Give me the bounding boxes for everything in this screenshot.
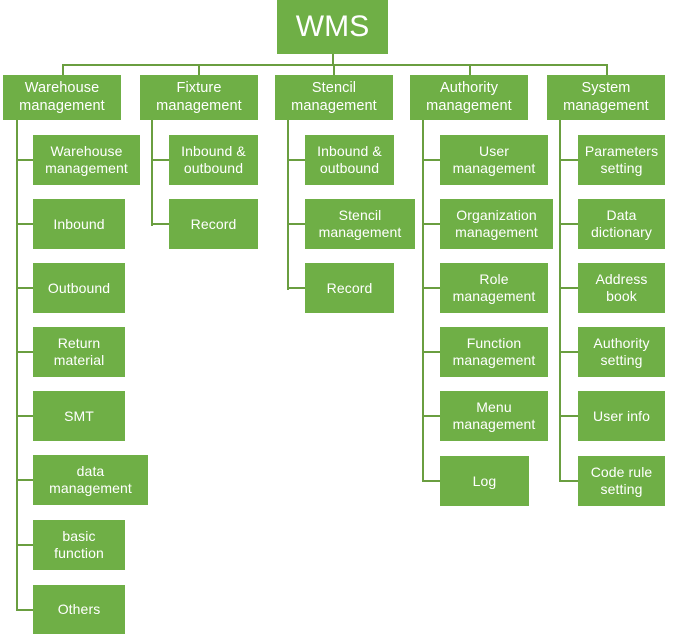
node-label: basic function <box>54 528 104 561</box>
connector-elbow-col4-child4 <box>559 415 579 417</box>
node-stencil-management[interactable]: Stencil management <box>305 199 415 249</box>
node-branch-label: System management <box>563 80 649 114</box>
node-organization-management[interactable]: Organization management <box>440 199 553 249</box>
node-label: SMT <box>64 407 94 424</box>
connector-elbow-col0-child3 <box>16 351 34 353</box>
connector-drop-branch-1 <box>198 64 200 75</box>
node-label: Stencil management <box>318 207 402 240</box>
connector-trunk-col-3 <box>422 120 424 482</box>
node-label: Role management <box>452 271 536 304</box>
connector-elbow-col3-child4 <box>422 415 441 417</box>
node-label: Data dictionary <box>591 207 652 240</box>
connector-elbow-col0-child4 <box>16 415 34 417</box>
node-label: User management <box>452 143 536 176</box>
connector-drop-branch-2 <box>333 64 335 75</box>
node-root-label: WMS <box>295 10 370 44</box>
node-label: data management <box>49 463 132 496</box>
node-fixture-record[interactable]: Record <box>169 199 258 249</box>
node-warehouse-management[interactable]: Warehouse management <box>33 135 140 185</box>
connector-elbow-col2-child0 <box>287 159 306 161</box>
node-label: Function management <box>452 335 536 368</box>
connector-elbow-col0-child1 <box>16 223 34 225</box>
node-branch-stencil-management[interactable]: Stencil management <box>275 75 393 120</box>
node-label: Others <box>57 601 101 618</box>
node-label: Inbound & outbound <box>317 143 382 176</box>
node-data-dictionary[interactable]: Data dictionary <box>578 199 665 249</box>
node-address-book[interactable]: Address book <box>578 263 665 313</box>
node-label: Organization management <box>455 207 538 240</box>
node-smt[interactable]: SMT <box>33 391 125 441</box>
connector-trunk-col-0 <box>16 120 18 610</box>
node-label: Warehouse management <box>45 143 128 176</box>
node-label: Log <box>472 472 497 489</box>
connector-elbow-col4-child3 <box>559 351 579 353</box>
connector-level1-bar <box>62 64 608 66</box>
node-label: Menu management <box>452 399 536 432</box>
node-branch-label: Fixture management <box>156 80 242 114</box>
node-user-management[interactable]: User management <box>440 135 548 185</box>
node-log[interactable]: Log <box>440 456 529 506</box>
connector-elbow-col0-child0 <box>16 159 34 161</box>
connector-elbow-col3-child2 <box>422 287 441 289</box>
node-stencil-inbound-outbound[interactable]: Inbound & outbound <box>305 135 394 185</box>
node-function-management[interactable]: Function management <box>440 327 548 377</box>
connector-elbow-col4-child0 <box>559 159 579 161</box>
node-label: Inbound <box>53 215 105 232</box>
node-label: Authority setting <box>593 335 650 368</box>
connector-elbow-col3-child0 <box>422 159 441 161</box>
node-root-wms[interactable]: WMS <box>277 0 388 54</box>
node-label: Record <box>326 279 373 296</box>
connector-elbow-col3-child3 <box>422 351 441 353</box>
node-label: Parameters setting <box>584 143 659 176</box>
node-label: Record <box>190 215 237 232</box>
connector-root-stem <box>332 54 334 65</box>
node-return-material[interactable]: Return material <box>33 327 125 377</box>
node-branch-label: Warehouse management <box>19 80 105 114</box>
connector-elbow-col4-child1 <box>559 223 579 225</box>
node-label: Outbound <box>47 279 111 296</box>
node-authority-setting[interactable]: Authority setting <box>578 327 665 377</box>
connector-elbow-col0-child5 <box>16 479 34 481</box>
connector-elbow-col3-child1 <box>422 223 441 225</box>
node-outbound[interactable]: Outbound <box>33 263 125 313</box>
connector-elbow-col4-child5 <box>559 480 579 482</box>
node-code-rule-setting[interactable]: Code rule setting <box>578 456 665 506</box>
connector-trunk-col-1 <box>151 120 153 226</box>
connector-elbow-col1-child0 <box>151 159 170 161</box>
node-label: Return material <box>53 335 105 368</box>
connector-elbow-col3-child5 <box>422 480 441 482</box>
node-label: Inbound & outbound <box>181 143 246 176</box>
node-user-info[interactable]: User info <box>578 391 665 441</box>
node-stencil-record[interactable]: Record <box>305 263 394 313</box>
node-branch-label: Authority management <box>426 80 512 114</box>
node-branch-authority-management[interactable]: Authority management <box>410 75 528 120</box>
node-branch-fixture-management[interactable]: Fixture management <box>140 75 258 120</box>
node-fixture-inbound-outbound[interactable]: Inbound & outbound <box>169 135 258 185</box>
node-label: Code rule setting <box>590 464 653 497</box>
connector-elbow-col4-child2 <box>559 287 579 289</box>
node-menu-management[interactable]: Menu management <box>440 391 548 441</box>
node-role-management[interactable]: Role management <box>440 263 548 313</box>
node-parameters-setting[interactable]: Parameters setting <box>578 135 665 185</box>
node-branch-system-management[interactable]: System management <box>547 75 665 120</box>
connector-drop-branch-4 <box>606 64 608 75</box>
connector-trunk-col-4 <box>559 120 561 482</box>
node-label: Address book <box>595 271 648 304</box>
connector-elbow-col2-child2 <box>287 287 306 289</box>
node-label: User info <box>593 407 650 424</box>
node-others[interactable]: Others <box>33 585 125 634</box>
node-branch-label: Stencil management <box>291 80 377 114</box>
connector-elbow-col2-child1 <box>287 223 306 225</box>
node-data-management[interactable]: data management <box>33 455 148 505</box>
node-branch-warehouse-management[interactable]: Warehouse management <box>3 75 121 120</box>
connector-elbow-col0-child6 <box>16 544 34 546</box>
node-basic-function[interactable]: basic function <box>33 520 125 570</box>
connector-drop-branch-0 <box>62 64 64 75</box>
connector-elbow-col0-child7 <box>16 609 34 611</box>
connector-elbow-col1-child1 <box>151 223 170 225</box>
node-inbound[interactable]: Inbound <box>33 199 125 249</box>
connector-drop-branch-3 <box>469 64 471 75</box>
connector-elbow-col0-child2 <box>16 287 34 289</box>
connector-trunk-col-2 <box>287 120 289 290</box>
